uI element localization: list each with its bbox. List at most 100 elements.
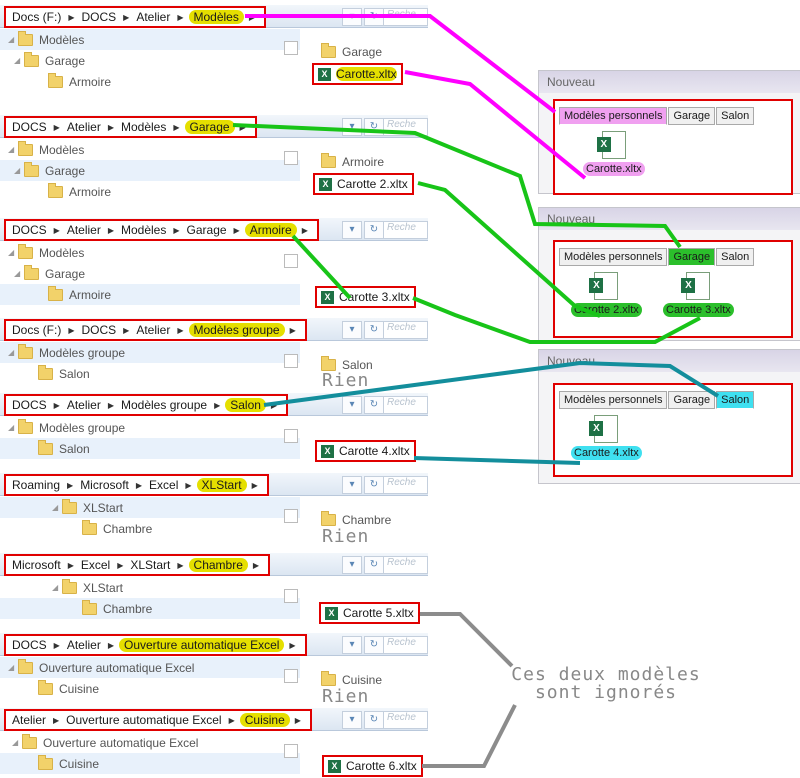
chevron-right-icon[interactable]: ▶: [123, 12, 130, 22]
tree-item[interactable]: ◢Modèles groupe: [0, 417, 300, 438]
select-checkbox[interactable]: [284, 429, 298, 443]
chevron-right-icon[interactable]: ▶: [107, 122, 114, 132]
chevron-right-icon[interactable]: ▶: [252, 560, 260, 570]
chevron-right-icon[interactable]: ▶: [177, 325, 184, 335]
expand-icon[interactable]: ◢: [52, 503, 59, 512]
select-checkbox[interactable]: [284, 354, 298, 368]
dropdown-button[interactable]: ▾: [342, 476, 362, 494]
chevron-right-icon[interactable]: ▶: [53, 400, 60, 410]
breadcrumb[interactable]: DOCS▶Atelier▶Modèles▶Garage▶: [4, 116, 257, 138]
breadcrumb[interactable]: DOCS ▶ Atelier ▶ Ouverture automatique Excel…: [4, 634, 307, 656]
expand-icon[interactable]: ◢: [8, 35, 15, 44]
template-tab[interactable]: Salon: [716, 248, 755, 266]
template-tile[interactable]: Carotte 4.xltx: [571, 415, 642, 460]
chevron-right-icon[interactable]: ▶: [289, 325, 296, 335]
expand-icon[interactable]: ◢: [8, 145, 15, 154]
tree-item[interactable]: Cuisine: [0, 678, 300, 699]
select-checkbox[interactable]: [284, 41, 298, 55]
tree-item[interactable]: ◢Modèles: [0, 242, 300, 263]
chevron-right-icon[interactable]: ▶: [185, 480, 192, 490]
breadcrumb-item[interactable]: Modèles: [121, 223, 167, 237]
chevron-right-icon[interactable]: ▶: [177, 560, 184, 570]
dropdown-button[interactable]: ▾: [342, 118, 362, 136]
breadcrumb-item[interactable]: XLStart: [130, 558, 171, 572]
chevron-right-icon[interactable]: ▶: [173, 122, 180, 132]
breadcrumb[interactable]: Docs (F:)▶DOCS▶Atelier▶Modèles▶: [4, 6, 267, 28]
breadcrumb-item[interactable]: DOCS: [12, 398, 47, 412]
refresh-button[interactable]: ↻: [364, 711, 384, 729]
breadcrumb-item[interactable]: Ouverture automatique Excel: [119, 638, 285, 652]
tree-item[interactable]: Salon: [0, 438, 300, 459]
folder-item[interactable]: Armoire: [321, 153, 384, 169]
chevron-right-icon[interactable]: ▶: [68, 12, 75, 22]
breadcrumb-item[interactable]: Cuisine: [239, 713, 290, 727]
chevron-right-icon[interactable]: ▶: [53, 715, 60, 725]
search-input[interactable]: Reche: [383, 396, 428, 414]
breadcrumb-item[interactable]: Armoire: [244, 223, 297, 237]
breadcrumb-item[interactable]: Microsoft: [12, 558, 61, 572]
template-tab[interactable]: Garage: [668, 107, 716, 125]
breadcrumb-item[interactable]: DOCS: [12, 223, 47, 237]
template-tab[interactable]: Garage: [668, 248, 716, 266]
breadcrumb[interactable]: Microsoft▶Excel▶XLStart▶Chambre▶: [4, 554, 271, 576]
tree-item[interactable]: ◢Garage: [0, 263, 300, 284]
select-checkbox[interactable]: [284, 589, 298, 603]
tree-item[interactable]: ◢Modèles groupe: [0, 342, 300, 363]
breadcrumb-item[interactable]: Atelier: [66, 398, 101, 412]
refresh-button[interactable]: ↻: [364, 321, 384, 339]
refresh-button[interactable]: ↻: [364, 118, 384, 136]
refresh-button[interactable]: ↻: [364, 396, 384, 414]
dropdown-button[interactable]: ▾: [342, 221, 362, 239]
breadcrumb-item[interactable]: Excel: [149, 478, 179, 492]
tree-item[interactable]: ◢Garage: [0, 160, 300, 181]
refresh-button[interactable]: ↻: [364, 8, 384, 26]
breadcrumb[interactable]: Roaming▶Microsoft▶Excel▶XLStart▶: [4, 474, 269, 496]
chevron-right-icon[interactable]: ▶: [233, 225, 240, 235]
breadcrumb-item[interactable]: DOCS: [81, 10, 117, 24]
template-tab[interactable]: Modèles personnels: [559, 248, 668, 266]
tree-item[interactable]: Cuisine: [0, 753, 300, 774]
breadcrumb[interactable]: Atelier▶Ouverture automatique Excel▶Cuis…: [4, 709, 312, 731]
refresh-button[interactable]: ↻: [364, 636, 384, 654]
search-input[interactable]: Reche: [383, 221, 428, 239]
chevron-right-icon[interactable]: ▶: [53, 640, 60, 650]
refresh-button[interactable]: ↻: [364, 556, 384, 574]
breadcrumb-item[interactable]: Modèles groupe: [121, 398, 208, 412]
chevron-right-icon[interactable]: ▶: [107, 400, 114, 410]
breadcrumb[interactable]: Docs (F:)▶DOCS▶Atelier▶Modèles groupe▶: [4, 319, 307, 341]
template-tile[interactable]: Carotte.xltx: [583, 131, 645, 176]
tree-item[interactable]: ◢Modèles: [0, 139, 300, 160]
select-checkbox[interactable]: [284, 151, 298, 165]
dropdown-button[interactable]: ▾: [342, 711, 362, 729]
breadcrumb-item[interactable]: DOCS: [81, 323, 117, 337]
template-tile[interactable]: Carotte 2.xltx: [571, 272, 642, 317]
breadcrumb-item[interactable]: Atelier: [66, 223, 101, 237]
refresh-button[interactable]: ↻: [364, 221, 384, 239]
tree-item[interactable]: ◢XLStart: [0, 577, 300, 598]
chevron-right-icon[interactable]: ▶: [248, 12, 256, 22]
tree-item[interactable]: ◢XLStart: [0, 497, 300, 518]
breadcrumb-item[interactable]: DOCS: [12, 638, 47, 652]
chevron-right-icon[interactable]: ▶: [177, 12, 184, 22]
breadcrumb-item[interactable]: Excel: [80, 558, 111, 572]
chevron-right-icon[interactable]: ▶: [67, 480, 74, 490]
tree-item[interactable]: Chambre: [0, 598, 300, 619]
chevron-right-icon[interactable]: ▶: [123, 325, 130, 335]
breadcrumb-item[interactable]: Modèles: [121, 120, 167, 134]
breadcrumb-item[interactable]: Chambre: [188, 558, 248, 572]
folder-item[interactable]: Garage: [321, 43, 382, 59]
tree-item[interactable]: ◢Modèles: [0, 29, 300, 50]
expand-icon[interactable]: ◢: [8, 663, 15, 672]
chevron-right-icon[interactable]: ▶: [53, 122, 60, 132]
chevron-right-icon[interactable]: ▶: [270, 400, 278, 410]
tree-item[interactable]: Armoire: [0, 181, 300, 202]
expand-icon[interactable]: ◢: [8, 423, 15, 432]
breadcrumb-item[interactable]: Atelier: [66, 638, 101, 652]
search-input[interactable]: Reche: [383, 636, 428, 654]
expand-icon[interactable]: ◢: [8, 248, 15, 257]
chevron-right-icon[interactable]: ▶: [289, 640, 296, 650]
breadcrumb-item[interactable]: Docs (F:): [12, 10, 62, 24]
